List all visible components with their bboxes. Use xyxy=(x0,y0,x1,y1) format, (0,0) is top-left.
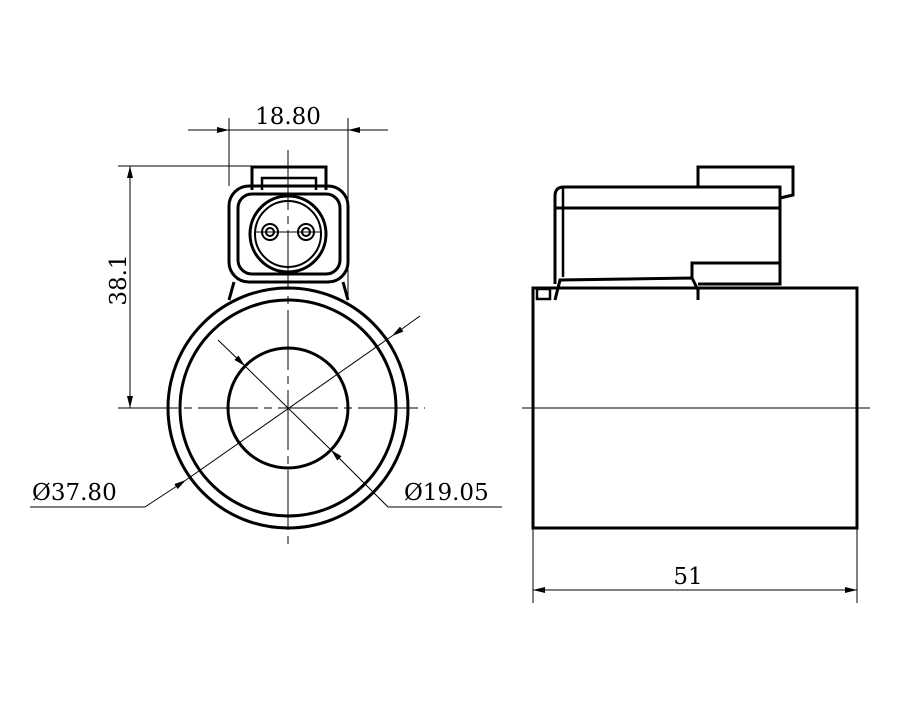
dim-connector-width: 18.80 xyxy=(188,104,388,300)
dim-length: 51 xyxy=(532,528,858,603)
front-view: 18.80 38.1 Ø37.80 Ø19.05 xyxy=(30,104,502,545)
connector-front xyxy=(227,165,350,301)
dim-label-outer-diameter: Ø37.80 xyxy=(32,480,117,506)
dim-label-inner-diameter: Ø19.05 xyxy=(404,480,489,506)
dim-outer-diameter: Ø37.80 xyxy=(30,315,421,508)
side-view: 51 xyxy=(522,165,870,603)
dim-label-18-80: 18.80 xyxy=(255,104,321,130)
dim-connector-height: 38.1 xyxy=(106,165,252,408)
connector-side xyxy=(535,165,795,301)
dim-label-38-1: 38.1 xyxy=(106,254,132,305)
dim-inner-diameter: Ø19.05 xyxy=(217,339,502,508)
dim-label-51: 51 xyxy=(673,564,702,590)
